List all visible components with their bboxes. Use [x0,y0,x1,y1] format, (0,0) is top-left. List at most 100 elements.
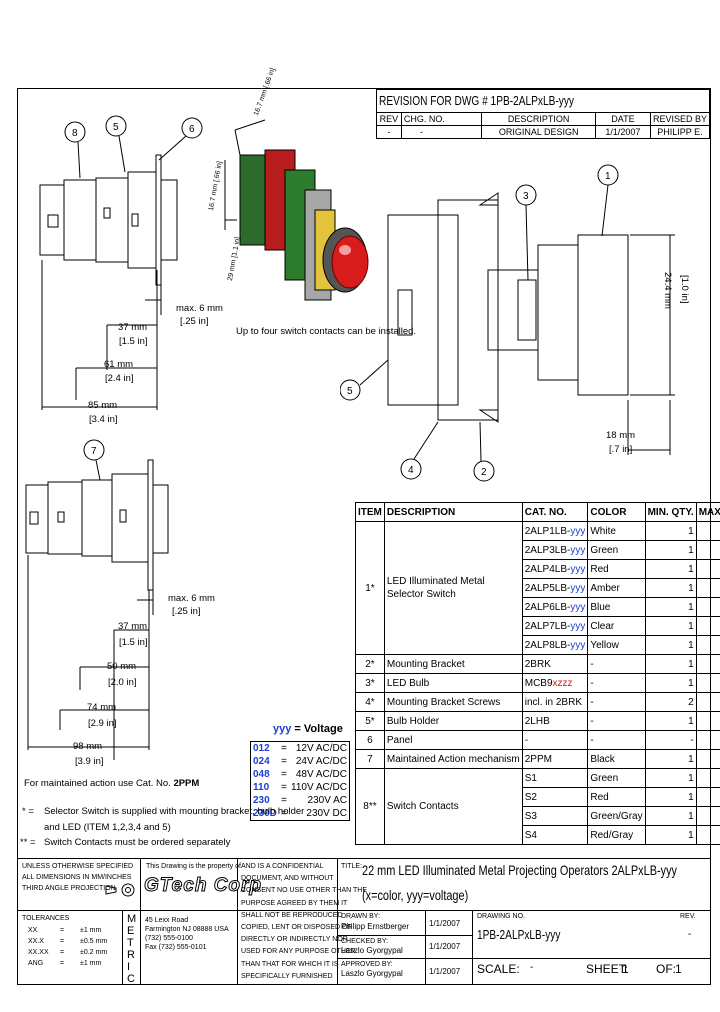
note2-text: Switch Contacts must be ordered separate… [44,837,231,848]
conf-lines-line: COPIED, LENT OR DISPOSED OF [241,924,352,931]
note1-mark: * = [22,806,34,817]
drawn-date: 1/1/2007 [429,919,461,928]
bom-row: 2ALP3LB-yyyGreen11 [356,540,720,560]
tolerance-title: TOLERANCES [22,915,70,922]
side-view-drawing-bottom: 7 [25,439,169,760]
scale-value: - [530,962,534,973]
voltage-row: 110=110V AC/DC [253,782,347,793]
tolerance-cell: XX.XX [28,949,49,956]
dim-15in-bottom: [1.5 in] [119,637,148,648]
metric-letter: T [127,937,134,949]
checked-label: CHECKED BY: [341,938,389,945]
conf-lines-line: CONSENT NO USE OTHER THAN THE [241,887,368,895]
voltage-row: 048=48V AC/DC [253,769,347,780]
conf-lines-line: DOCUMENT, AND WITHOUT [241,875,334,883]
tolerance-cell: ±0.5 mm [80,938,108,945]
revision-title: REVISION FOR DWG # 1PB-2ALPxLB-yyy [376,89,710,112]
dim-max-6mm-top: max. 6 mm [176,303,223,314]
approved-date: 1/1/2007 [429,967,461,976]
dim-max-6mm-bottom: max. 6 mm [168,593,215,604]
dim-37mm-top: 37 mm [118,322,148,333]
dim-24in: [2.4 in] [105,373,134,384]
bom-row: 2ALP5LB-yyyAmber11 [356,578,720,598]
sheet-value: 1 [622,962,629,976]
tolerance-cell: XX [28,927,38,934]
svg-text:5: 5 [347,386,353,397]
addr-lines-line: 45 Lexx Road [145,917,189,924]
projection-icon [105,883,135,897]
metric-letter: R [127,949,135,961]
addr-lines-line: Farmington NJ 08888 USA [145,926,229,933]
voltage-row: 230=230V AC [253,795,347,806]
addr-lines-line: Fax (732) 555-0101 [145,944,207,951]
dim-025in-top: [.25 in] [180,316,209,327]
conf-lines-line: SHALL NOT BE REPRODUCED [241,911,343,919]
bom-row: 8**Switch ContactsS1Green14 [355,768,720,845]
svg-text:5: 5 [113,122,119,133]
dim-98mm: 98 mm [73,741,103,752]
svg-text:1: 1 [605,171,611,182]
title-block [17,858,711,985]
drawn-name: Philipp Ernstberger [341,922,410,931]
metric-letter: C [127,973,135,985]
conf-lines-line: USED FOR ANY PURPOSE OTHER [241,948,356,956]
svg-text:8: 8 [72,128,78,139]
dim-37mm-bottom: 37 mm [118,621,148,632]
title-label: TITLE: [341,863,363,870]
sheet-label: SHEET: [586,962,629,976]
unless-line1: UNLESS OTHERWISE SPECIFIED [22,863,134,870]
tolerance-cell: = [60,938,65,945]
drawing-no: 1PB-2ALPxLB-yyy [477,927,561,942]
note1-text-cont: and LED (ITEM 1,2,3,4 and 5) [44,822,171,833]
rev-value: - [688,929,692,940]
dim-61mm: 61 mm [104,359,134,370]
voltage-row: 230D=230V DC [253,808,347,819]
metric-letter: E [127,925,135,937]
bom-row: S2Red14 [356,787,720,807]
voltage-row: 012=12V AC/DC [253,743,347,754]
revision-block: REVISION FOR DWG # 1PB-2ALPxLB-yyy REV C… [376,89,711,139]
title-line2: (x=color, yyy=voltage) [362,887,469,903]
tolerance-cell: = [60,927,65,934]
tolerance-cell: ±0.2 mm [80,949,108,956]
checked-date: 1/1/2007 [429,942,461,951]
svg-text:4: 4 [408,465,414,476]
revision-row: - - ORIGINAL DESIGN 1/1/2007 PHILIPP E. [376,125,711,139]
voltage-row: 024=24V AC/DC [253,756,347,767]
rev-label: REV. [680,913,696,920]
dim-07in: [.7 in] [609,444,633,455]
bom-row: 2ALP6LB-yyyBlue11 [356,597,720,617]
bom-header: ITEM DESCRIPTION CAT. NO. COLOR MIN. QTY… [355,502,720,522]
of-value: 1 [675,962,682,976]
conf-lines-line: PURPOSE AGREED BY THEM IT [241,899,348,907]
switch-photo [224,119,369,301]
maintained-note: For maintained action use Cat. No. 2PPM [24,778,200,789]
note2-mark: ** = [20,837,36,848]
dim-244mm: 24.4 mm [662,272,673,309]
unless-line3: THIRD ANGLE PROJECTION [22,885,116,892]
conf-lines-line: DIRECTLY OR INDIRECTLY NOR [241,936,348,944]
metric-letter: I [127,961,131,973]
side-view-drawing-top: 8 5 6 [39,115,203,410]
scale-label: SCALE: [477,962,520,976]
drawn-label: DRAWN BY: [341,913,381,920]
conf-lines-line: SPECIFICALLY FURNISHED [241,972,333,980]
revision-header: REV CHG. NO. DESCRIPTION DATE REVISED BY [376,112,711,126]
property-text: This Drawing is the property of [146,863,241,870]
addr-lines-line: (732) 555-0100 [145,935,193,942]
drawing-no-label: DRAWING NO. [477,913,525,920]
tolerance-cell: ANG [28,960,44,967]
svg-text:7: 7 [91,446,97,457]
voltage-title: yyy = Voltage [273,723,343,735]
svg-text:3: 3 [523,191,529,202]
conf-lines-line: THAN THAT FOR WHICH IT IS [241,960,339,968]
dim-39in: [3.9 in] [75,756,104,767]
company-logo: GTech Corp [143,875,263,897]
dim-74mm: 74 mm [87,702,117,713]
dim-15in-top: [1.5 in] [119,336,148,347]
